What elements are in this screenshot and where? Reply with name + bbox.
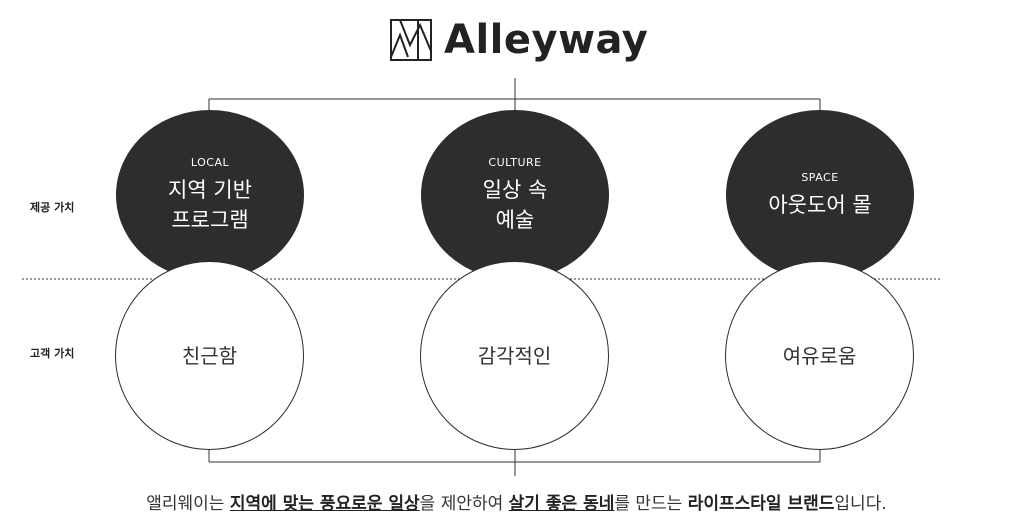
brand-name: Alleyway xyxy=(444,17,649,63)
circle-title-line2: 예술 xyxy=(495,207,535,232)
caption-text-2: 을 제안하여 xyxy=(419,494,509,514)
circle-label: 친근함 xyxy=(181,343,238,368)
row-label-customer-value: 고객 가치 xyxy=(30,347,75,360)
caption-text-3: 를 만드는 xyxy=(614,494,688,514)
caption-text-4: 입니다. xyxy=(834,494,887,514)
customer-circle-relaxed: 여유로움 xyxy=(725,261,914,450)
caption-emphasis-1: 지역에 맞는 풍요로운 일상 xyxy=(229,494,420,514)
customer-circle-sensible: 감각적인 xyxy=(420,261,609,450)
circle-title-line2: 프로그램 xyxy=(171,207,249,232)
circle-title-line1: 아웃도어 몰 xyxy=(768,192,872,217)
value-circle-culture: CULTURE 일상 속 예술 xyxy=(421,110,609,280)
brand-logo: Alleyway xyxy=(388,12,648,68)
caption-text-1: 앨리웨이는 xyxy=(146,494,230,514)
circle-tag: SPACE xyxy=(801,170,839,184)
circle-tag: CULTURE xyxy=(488,155,542,169)
circle-tag: LOCAL xyxy=(190,155,230,169)
circle-label: 여유로움 xyxy=(782,343,857,368)
alleyway-logo-icon xyxy=(390,19,432,61)
caption-emphasis-3: 라이프스타일 브랜드 xyxy=(687,494,835,514)
brand-statement: 앨리웨이는 지역에 맞는 풍요로운 일상을 제안하여 살기 좋은 동네를 만드는… xyxy=(0,489,1033,514)
circle-title-line1: 일상 속 xyxy=(482,177,548,202)
value-circle-space: SPACE 아웃도어 몰 xyxy=(726,110,914,280)
caption-emphasis-2: 살기 좋은 동네 xyxy=(508,494,615,514)
row-label-provided-value: 제공 가치 xyxy=(30,201,75,214)
value-circle-local: LOCAL 지역 기반 프로그램 xyxy=(116,110,304,280)
customer-circle-friendly: 친근함 xyxy=(115,261,304,450)
circle-label: 감각적인 xyxy=(477,343,552,368)
circle-title-line1: 지역 기반 xyxy=(168,177,252,202)
